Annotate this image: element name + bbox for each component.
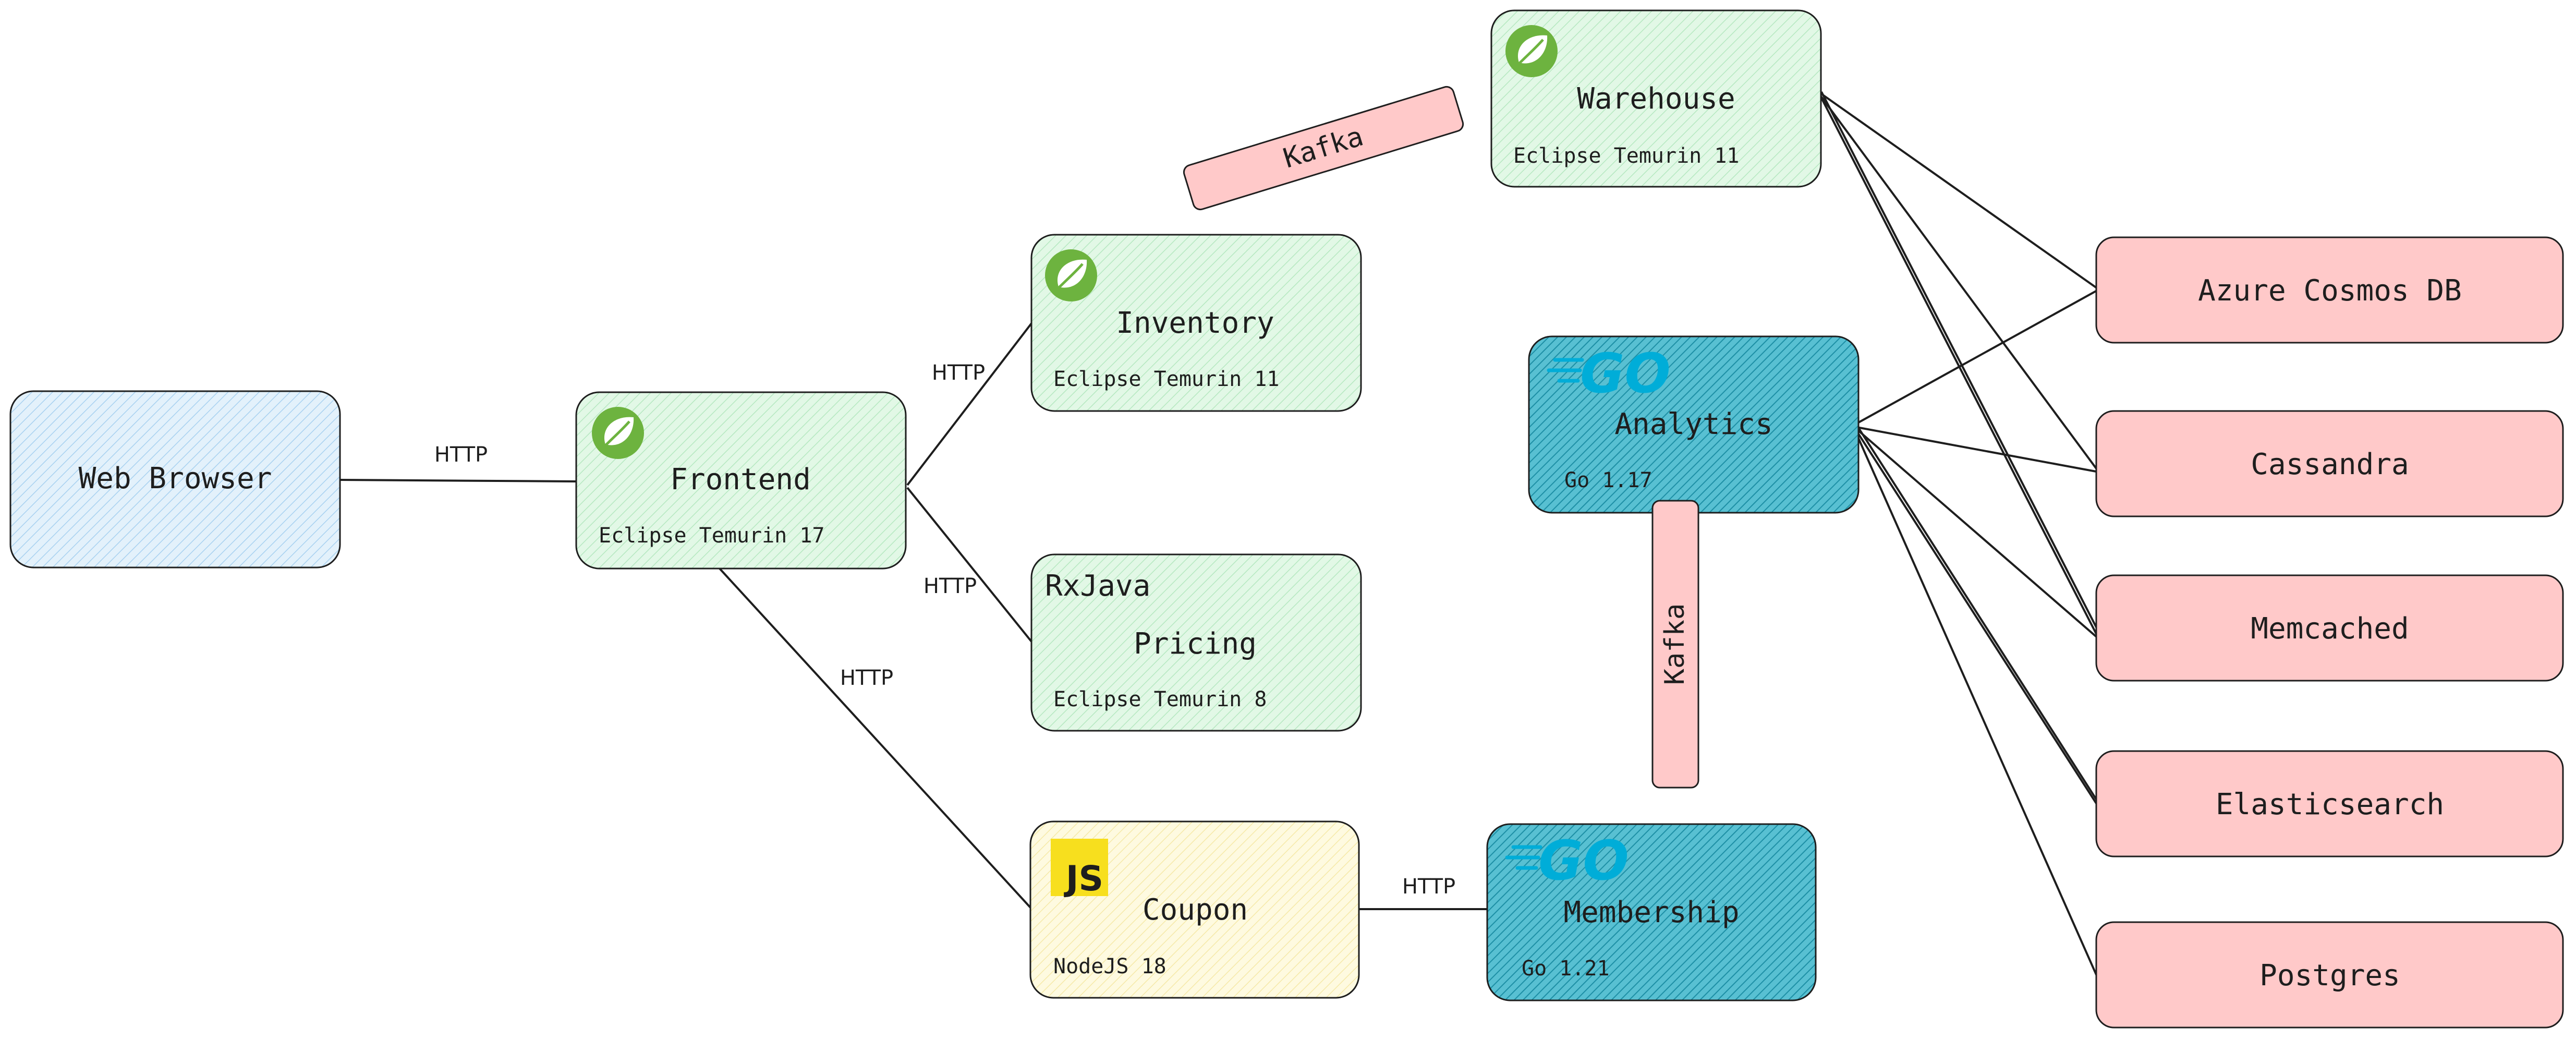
- node-cassandra[interactable]: Cassandra: [2095, 410, 2564, 517]
- node-runtime: Eclipse Temurin 11: [1513, 144, 1739, 168]
- kafka-queue-inventory-warehouse[interactable]: Kafka: [1182, 85, 1465, 211]
- node-title: Membership: [1563, 896, 1739, 929]
- connections: [339, 91, 2103, 981]
- node-library-tag: RxJava: [1045, 569, 1150, 603]
- javascript-logo-icon: JS: [1051, 839, 1108, 899]
- kafka-queue-membership-analytics[interactable]: Kafka: [1651, 500, 1699, 789]
- node-postgres[interactable]: Postgres: [2095, 921, 2564, 1029]
- node-title: Web Browser: [79, 462, 272, 496]
- node-title: Memcached: [2251, 612, 2409, 646]
- edge-warehouse-cassandra: [1819, 94, 2100, 473]
- js-logo-text: JS: [1064, 859, 1103, 899]
- edge-frontend-pricing: [906, 487, 1032, 643]
- edge-analytics-cassandra: [1853, 426, 2099, 473]
- node-elasticsearch[interactable]: Elasticsearch: [2095, 750, 2564, 857]
- node-title: Postgres: [2259, 959, 2400, 993]
- edge-warehouse-cosmos: [1819, 92, 2100, 291]
- node-runtime: Go 1.21: [1522, 957, 1610, 981]
- edge-analytics-elasticsearch: [1853, 426, 2100, 808]
- node-title: Warehouse: [1577, 82, 1735, 116]
- spring-leaf-icon: [1045, 249, 1097, 301]
- node-frontend[interactable]: Frontend Eclipse Temurin 17: [575, 391, 907, 570]
- node-memcached[interactable]: Memcached: [2095, 574, 2564, 682]
- node-warehouse[interactable]: Warehouse Eclipse Temurin 11: [1490, 9, 1822, 188]
- edge-label-coupon-membership: HTTP: [1402, 875, 1455, 899]
- node-title: Azure Cosmos DB: [2198, 274, 2462, 308]
- node-membership[interactable]: GO Membership Go 1.21: [1486, 823, 1817, 1001]
- node-title: Frontend: [670, 463, 811, 497]
- node-runtime: NodeJS 18: [1053, 955, 1167, 978]
- spring-leaf-icon: [1505, 25, 1558, 77]
- edge-analytics-elasticsearch-2: [1855, 424, 2101, 807]
- node-title: Inventory: [1116, 306, 1274, 340]
- go-logo-text: GO: [1580, 342, 1671, 405]
- go-logo-icon: GO: [1505, 829, 1629, 892]
- edge-analytics-postgres: [1853, 427, 2100, 981]
- connection-labels: HTTP HTTP HTTP HTTP HTTP: [434, 361, 1455, 899]
- node-runtime: Eclipse Temurin 8: [1053, 687, 1267, 711]
- edge-label-frontend-pricing: HTTP: [924, 574, 977, 598]
- kafka-label: Kafka: [1659, 603, 1691, 685]
- node-title: Pricing: [1134, 627, 1257, 661]
- node-title: Elasticsearch: [2216, 788, 2444, 821]
- edge-analytics-memcached: [1853, 426, 2100, 640]
- edge-analytics-cosmos: [1853, 288, 2099, 426]
- node-title: Cassandra: [2251, 448, 2409, 481]
- go-logo-icon: GO: [1547, 342, 1671, 405]
- edge-label-browser-frontend: HTTP: [434, 443, 488, 467]
- node-analytics[interactable]: GO Analytics Go 1.17: [1528, 335, 1860, 514]
- node-runtime: Eclipse Temurin 17: [599, 524, 824, 548]
- node-inventory[interactable]: Inventory Eclipse Temurin 11: [1030, 234, 1362, 412]
- node-web-browser[interactable]: Web Browser: [9, 390, 341, 569]
- node-title: Coupon: [1143, 893, 1248, 927]
- edge-frontend-inventory: [906, 322, 1032, 486]
- edge-browser-frontend: [339, 479, 577, 482]
- go-logo-text: GO: [1538, 829, 1629, 892]
- node-title: Analytics: [1614, 407, 1772, 441]
- node-coupon[interactable]: JS Coupon NodeJS 18: [1029, 820, 1360, 999]
- node-pricing[interactable]: RxJava Pricing Eclipse Temurin 8: [1030, 553, 1362, 732]
- spring-leaf-icon: [592, 407, 644, 459]
- edge-label-frontend-coupon: HTTP: [840, 666, 893, 690]
- edge-label-frontend-inventory: HTTP: [932, 361, 985, 385]
- node-azure-cosmos-db[interactable]: Azure Cosmos DB: [2095, 236, 2564, 344]
- node-runtime: Go 1.17: [1564, 468, 1652, 492]
- node-runtime: Eclipse Temurin 11: [1053, 367, 1279, 391]
- edge-frontend-coupon: [719, 567, 1031, 909]
